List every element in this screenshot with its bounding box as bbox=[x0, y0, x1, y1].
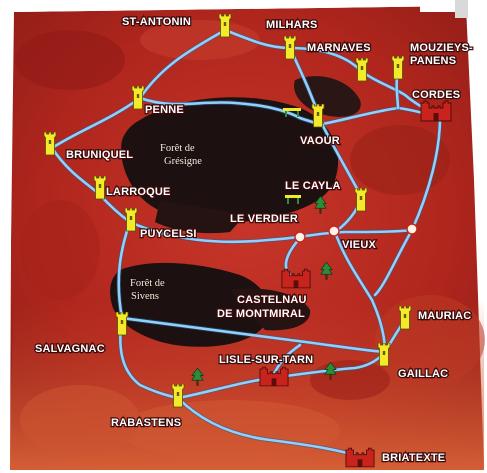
label-vaour: VAOUR bbox=[300, 135, 340, 147]
label-briatexte: BRIATEXTE bbox=[382, 452, 445, 464]
label-foret-sivens-2: Sivens bbox=[131, 291, 159, 302]
label-salvagnac: SALVAGNAC bbox=[35, 343, 105, 355]
label-puycelsi: PUYCELSI bbox=[140, 228, 197, 240]
forest-sivens-area bbox=[110, 262, 311, 347]
tower-icon[interactable] bbox=[171, 384, 185, 408]
label-cordes: CORDES bbox=[412, 89, 460, 101]
label-mauriac: MAURIAC bbox=[418, 310, 471, 322]
tower-icon[interactable] bbox=[391, 56, 405, 80]
label-vieux: VIEUX bbox=[342, 239, 376, 251]
label-le-verdier: LE VERDIER bbox=[230, 213, 298, 225]
tower-icon[interactable] bbox=[115, 312, 129, 336]
road-network bbox=[49, 27, 443, 461]
label-mouzieys: MOUZIEYS- bbox=[410, 42, 473, 54]
junction-point bbox=[294, 231, 306, 243]
tower-icon[interactable] bbox=[354, 188, 368, 212]
label-penne: PENNE bbox=[145, 104, 184, 116]
label-montmiral: DE MONTMIRAL bbox=[217, 308, 305, 320]
label-foret-gresigne-2: Grésigne bbox=[164, 156, 202, 167]
label-milhars: MILHARS bbox=[266, 19, 318, 31]
label-foret-gresigne-1: Forêt de bbox=[160, 143, 195, 154]
tower-icon[interactable] bbox=[43, 132, 57, 156]
label-foret-sivens-1: Forêt de bbox=[130, 278, 165, 289]
tower-icon[interactable] bbox=[377, 343, 391, 367]
junction-point bbox=[328, 225, 340, 237]
label-le-cayla: LE CAYLA bbox=[285, 180, 341, 192]
label-st-antonin: ST-ANTONIN bbox=[122, 16, 191, 28]
label-rabastens: RABASTENS bbox=[111, 417, 181, 429]
town-labels: ST-ANTONIN MILHARS MARNAVES MOUZIEYS- PA… bbox=[34, 15, 474, 465]
tower-icon[interactable] bbox=[398, 306, 412, 330]
label-bruniquel: BRUNIQUEL bbox=[66, 149, 133, 161]
junction-point bbox=[406, 223, 418, 235]
forest-gresigne-area bbox=[121, 76, 361, 234]
label-larroque: LARROQUE bbox=[106, 186, 171, 198]
label-gaillac: GAILLAC bbox=[398, 368, 448, 380]
road-junctions bbox=[294, 223, 418, 243]
tower-icon[interactable] bbox=[218, 14, 232, 38]
forest-labels: Forêt de Grésigne Forêt de Sivens bbox=[129, 142, 202, 302]
bridge-icon bbox=[283, 108, 301, 117]
tower-icon[interactable] bbox=[131, 86, 145, 110]
tower-icon[interactable] bbox=[93, 176, 107, 200]
label-castelnau: CASTELNAU bbox=[237, 294, 307, 306]
tower-icon[interactable] bbox=[124, 208, 138, 232]
label-lisle-sur-tarn: LISLE-SUR-TARN bbox=[219, 354, 313, 366]
label-marnaves: MARNAVES bbox=[307, 42, 371, 54]
label-panens: PANENS bbox=[410, 55, 456, 67]
map-symbols bbox=[43, 14, 452, 468]
bridge-icon bbox=[285, 195, 301, 204]
tower-icon[interactable] bbox=[311, 104, 325, 128]
tower-icon[interactable] bbox=[283, 36, 297, 60]
tower-icon[interactable] bbox=[355, 58, 369, 82]
